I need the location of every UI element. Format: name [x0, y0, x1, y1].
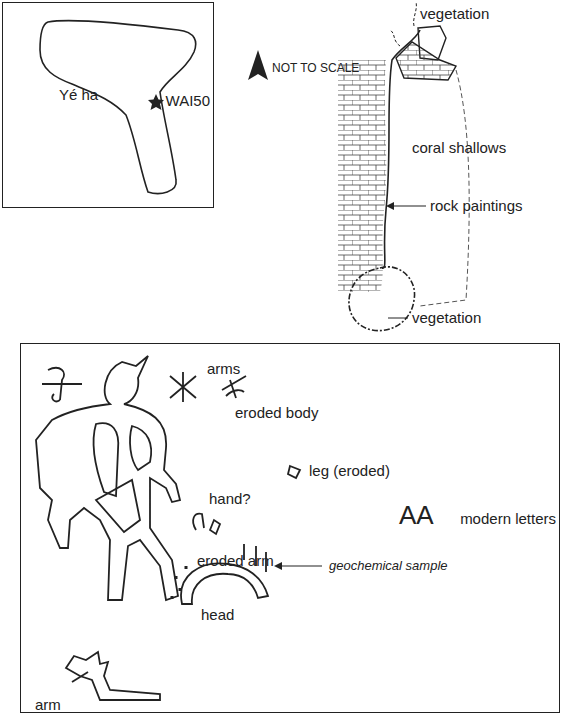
- leader-line: [388, 318, 408, 319]
- map-label: rock paintings: [430, 198, 523, 215]
- arrowhead: [386, 202, 394, 210]
- inset-map-frame: Yé ha WAI50: [2, 2, 214, 208]
- figure-label: eroded arm: [197, 553, 274, 570]
- figure-label: modern letters: [460, 511, 556, 528]
- rock-block: [396, 42, 456, 80]
- figure-label: arms: [207, 361, 240, 378]
- rock-hatching: [338, 60, 386, 292]
- map-label: vegetation: [412, 310, 481, 327]
- figure-label: AA: [399, 501, 434, 530]
- figure-label: WAI50: [166, 93, 210, 110]
- figure-label: eroded body: [235, 405, 318, 422]
- leader-arrow: [390, 205, 426, 206]
- leader-arrow: [280, 565, 322, 566]
- map-label: NOT TO SCALE: [272, 62, 359, 75]
- map-label: vegetation: [420, 6, 489, 23]
- vegetation-edge: [390, 2, 416, 46]
- arrowhead: [274, 562, 282, 570]
- reef-edge: [420, 70, 469, 306]
- figure-label: head: [201, 607, 234, 624]
- figure-label: leg (eroded): [309, 463, 390, 480]
- figure-label: hand?: [209, 491, 251, 508]
- north-arrow: [248, 50, 268, 80]
- map-label: coral shallows: [412, 140, 506, 157]
- figure-label: arm: [35, 697, 61, 714]
- rock-art-frame: arms eroded body leg (eroded) hand? AA modern…: [20, 343, 560, 713]
- figure-label: geochemical sample: [329, 559, 448, 573]
- figure-label: Yé ha: [59, 87, 98, 104]
- site-star: [148, 94, 164, 110]
- vegetation-clump: [349, 267, 415, 331]
